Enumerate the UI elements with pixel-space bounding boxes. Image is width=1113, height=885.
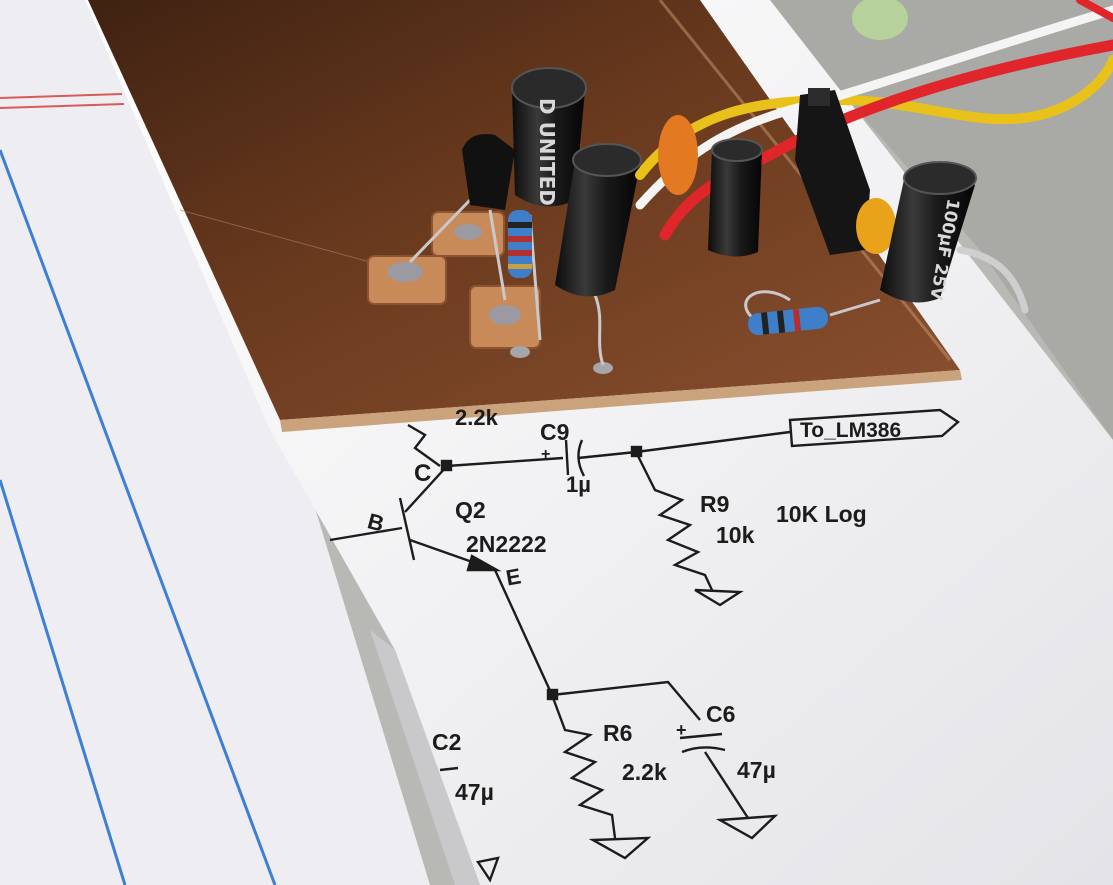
- cap-top: [903, 161, 977, 195]
- output-tag-shape: [788, 408, 960, 448]
- transistor-to92: [462, 134, 515, 210]
- lead: [829, 298, 881, 317]
- emitter-label: E: [504, 563, 523, 590]
- junction-dot: [440, 459, 453, 472]
- cap-body: [708, 144, 762, 257]
- c9-ref: C9: [540, 419, 569, 445]
- r6-ground: [588, 836, 652, 860]
- regulator-body: [795, 90, 870, 255]
- schematic-labels: 2.2k C B E C9 + 1µ To_LM386 Q2 2N2222 R9…: [365, 405, 901, 805]
- c6-ground: [715, 814, 779, 840]
- wire-white-right: [956, 246, 1029, 314]
- q2-base-bar: [398, 497, 416, 561]
- c6-polarity: +: [676, 720, 687, 740]
- cap-top: [711, 138, 763, 162]
- wire-r-top: [407, 423, 441, 467]
- r9-ground: [694, 588, 744, 607]
- glue-blob: [852, 0, 908, 40]
- lead: [408, 198, 472, 264]
- cap-body: [658, 115, 698, 195]
- lead: [488, 209, 507, 301]
- wire-c6-ground: [703, 751, 750, 819]
- schematic: [329, 408, 960, 883]
- notebook-margin-line: [0, 93, 123, 99]
- pcb-edge: [280, 370, 962, 432]
- cap-body: [512, 80, 585, 207]
- regulator-tab: [808, 88, 830, 106]
- regulator-to220: [795, 88, 870, 255]
- r9-resistor: [634, 451, 714, 591]
- pcb-scratch: [179, 209, 371, 263]
- lead: [593, 294, 605, 366]
- resistor-vertical: [508, 210, 532, 278]
- resistor-band: [508, 236, 532, 242]
- q2-collector-leg: [404, 465, 448, 513]
- tantalum-cap-yellow: [856, 198, 896, 254]
- desk-shadow: [760, 0, 1113, 440]
- notebook-sheet: [0, 0, 430, 885]
- solder-pads: [367, 211, 613, 374]
- sheet-fold-shadow: [370, 630, 480, 885]
- notebook-rule-line-2: [0, 479, 127, 885]
- c2-value: 47µ: [455, 779, 494, 805]
- q2-part: 2N2222: [466, 531, 547, 557]
- r9-value: 10k: [716, 522, 755, 548]
- q2-ref: Q2: [455, 497, 486, 523]
- cap-body: [555, 151, 640, 297]
- collector-label: C: [414, 460, 431, 487]
- electrolytic-cap-large: D UNITED: [511, 67, 587, 207]
- solder-joint: [387, 262, 423, 282]
- c6-plate-curved: [681, 746, 726, 754]
- cap-body: [880, 169, 975, 303]
- resistor-band: [508, 222, 532, 228]
- wire-base: [329, 526, 403, 542]
- c6-ref: C6: [706, 701, 735, 727]
- wire-emitter: [493, 569, 554, 696]
- transistor-body: [462, 134, 515, 210]
- cap-top: [511, 67, 587, 109]
- resistor-horizontal: [748, 306, 828, 336]
- r6-ref: R6: [603, 720, 632, 746]
- resistor-band: [792, 308, 802, 332]
- solder-joint: [593, 362, 613, 374]
- r9-note: 10K Log: [776, 501, 867, 527]
- q2-emitter-arrow: [466, 554, 502, 572]
- r6-resistor: [550, 694, 617, 839]
- junction-dot: [630, 445, 643, 458]
- output-tag-label: To_LM386: [800, 419, 901, 442]
- c2-ref: C2: [432, 729, 461, 755]
- c6-value: 47µ: [737, 757, 776, 783]
- c9-value: 1µ: [566, 472, 591, 497]
- resistor-band: [760, 312, 770, 335]
- r-top-value: 2.2k: [455, 405, 499, 430]
- ceramic-cap-orange: [658, 115, 698, 195]
- c2-plate: [439, 766, 459, 772]
- solder-joint: [454, 224, 482, 240]
- r9-ref: R9: [700, 491, 729, 517]
- wire-red-stub: [1076, 0, 1113, 22]
- resistor-band: [508, 264, 532, 269]
- r6-value: 2.2k: [622, 759, 667, 785]
- c9-polarity: +: [541, 446, 550, 463]
- resistor-band: [508, 250, 532, 256]
- c9-plate: [564, 439, 570, 476]
- base-label: B: [365, 508, 387, 536]
- resistor-band: [776, 310, 786, 333]
- wire-to-c6: [551, 680, 701, 721]
- notebook-margin-line-2: [0, 103, 125, 109]
- electrolytic-cap-small: [708, 138, 763, 257]
- notebook-rule-line: [0, 149, 277, 885]
- solder-joint: [489, 305, 521, 325]
- wire-yellow: [635, 55, 1113, 180]
- c6-plate: [679, 732, 723, 740]
- c2-ground: [476, 856, 500, 883]
- electrolytic-cap-medium: [555, 143, 642, 297]
- wire-collector: [446, 456, 564, 468]
- solder-joint: [510, 346, 530, 358]
- cap-marking: D UNITED: [535, 98, 559, 206]
- cap-top: [572, 143, 642, 177]
- lead: [744, 290, 791, 322]
